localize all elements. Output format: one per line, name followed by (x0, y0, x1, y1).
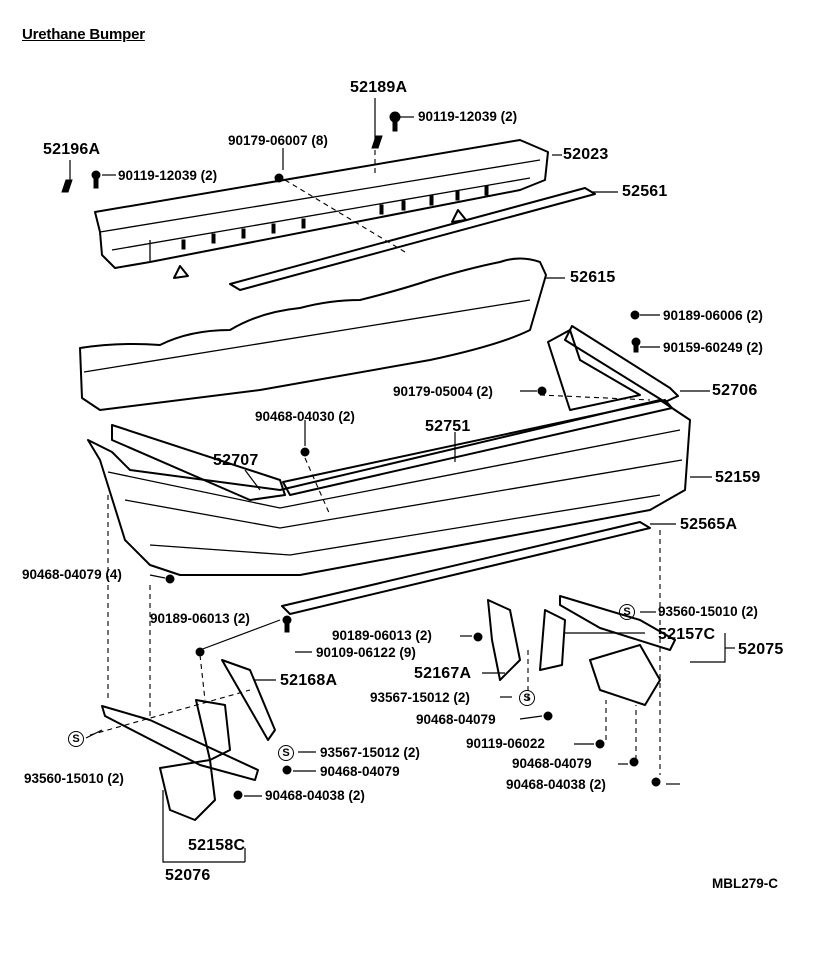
label-52707: 52707 (213, 452, 259, 469)
label-52167a: 52167A (414, 665, 472, 682)
label-90119-12039-top: 90119-12039 (2) (418, 109, 518, 124)
label-90119-12039-left: 90119-12039 (2) (118, 168, 218, 183)
diagram-title: Urethane Bumper (22, 26, 145, 43)
fasteners (61, 111, 661, 800)
label-93567-15012-left: 93567-15012 (2) (320, 745, 420, 760)
label-90468-04038-right: 90468-04038 (2) (506, 777, 606, 792)
energy-absorber (79, 257, 547, 411)
label-52075: 52075 (738, 641, 784, 658)
label-90468-04079-right: 90468-04079 (512, 756, 592, 771)
alignment-lines (89, 150, 661, 775)
bumper-reinforcement (94, 139, 549, 279)
label-90468-04038-left: 90468-04038 (2) (265, 788, 365, 803)
label-90179-05004: 90179-05004 (2) (393, 384, 493, 399)
upper-retainers (111, 325, 679, 501)
s-symbol-left-bracket: S (278, 745, 294, 761)
label-52076: 52076 (165, 867, 211, 884)
label-52157c: 52157C (658, 626, 716, 643)
label-52196a: 52196A (43, 141, 101, 158)
label-90189-06013-left: 90189-06013 (2) (150, 611, 250, 626)
label-52189a: 52189A (350, 79, 408, 96)
left-brackets (101, 659, 276, 821)
label-52023: 52023 (563, 146, 609, 163)
s-symbol-center: S (519, 690, 535, 706)
label-52751: 52751 (425, 418, 471, 435)
label-90119-06022: 90119-06022 (466, 736, 545, 751)
diagram-reference-code: MBL279-C (712, 876, 779, 891)
label-90468-04079-center: 90468-04079 (416, 712, 496, 727)
label-90468-04030: 90468-04030 (2) (255, 409, 355, 424)
label-90468-04079-left: 90468-04079 (320, 764, 400, 779)
label-52158c: 52158C (188, 837, 246, 854)
label-90189-06006: 90189-06006 (2) (663, 308, 763, 323)
lower-molding (281, 521, 651, 615)
right-brackets (487, 595, 676, 706)
label-90468-04079-4: 90468-04079 (4) (22, 567, 122, 582)
label-90109-06122: 90109-06122 (9) (316, 645, 416, 660)
retainer-strip (229, 187, 596, 291)
label-52565a: 52565A (680, 516, 738, 533)
label-90159-60249: 90159-60249 (2) (663, 340, 763, 355)
label-90179-06007: 90179-06007 (8) (228, 133, 328, 148)
label-52159: 52159 (715, 469, 761, 486)
label-52561: 52561 (622, 183, 668, 200)
label-52168a: 52168A (280, 672, 338, 689)
label-93560-15010-left: 93560-15010 (2) (24, 771, 124, 786)
label-93567-15012-center: 93567-15012 (2) (370, 690, 470, 705)
bumper-cover (87, 399, 691, 576)
leader-lines (69, 98, 735, 863)
label-52615: 52615 (570, 269, 616, 286)
s-symbol-right: S (619, 604, 635, 620)
label-93560-15010-right: 93560-15010 (2) (658, 604, 758, 619)
s-symbol-left: S (68, 731, 84, 747)
label-90189-06013-center: 90189-06013 (2) (332, 628, 432, 643)
label-52706: 52706 (712, 382, 758, 399)
